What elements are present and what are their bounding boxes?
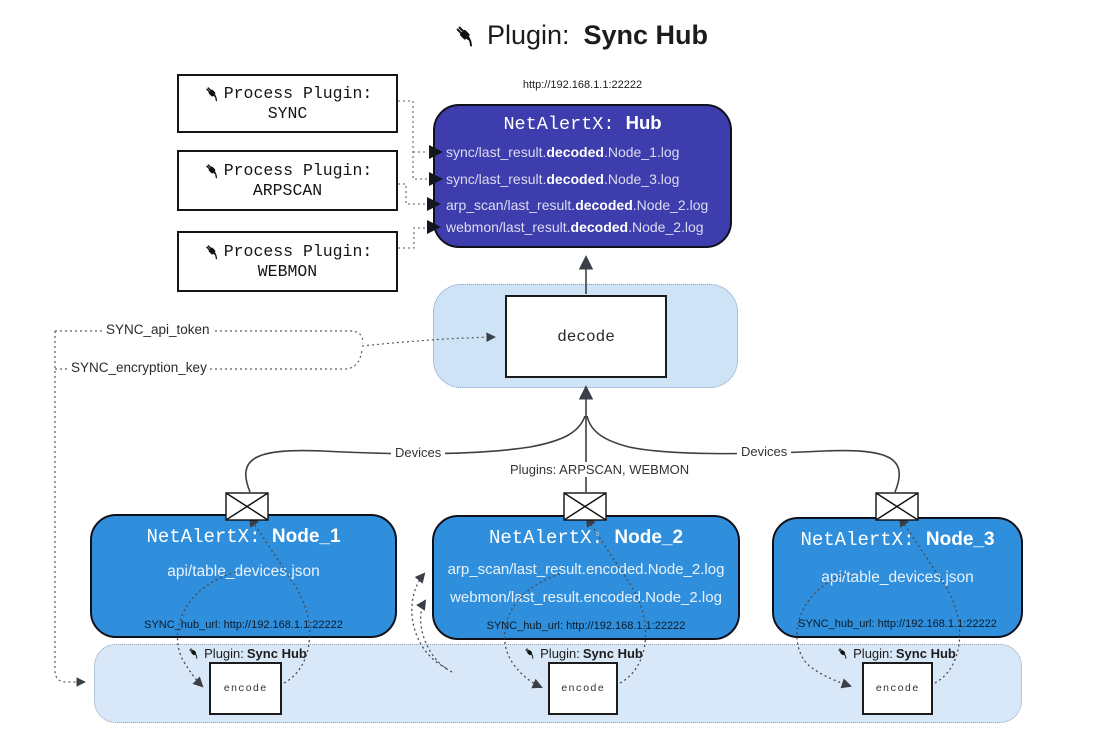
process-plugin-name: WEBMON	[257, 262, 318, 281]
process-plugin-label: Process Plugin:	[223, 242, 373, 261]
node-hub-url: SYNC_hub_url: http://192.168.1.1:22222	[798, 618, 997, 630]
process-plugin-label: Process Plugin:	[223, 84, 373, 103]
envelope-icon	[875, 492, 919, 521]
process-plugin-name: ARPSCAN	[252, 181, 323, 200]
node-title: NetAlertX: Node_3	[800, 529, 995, 551]
plug-icon	[203, 161, 222, 180]
process-plugin-name: SYNC	[267, 104, 308, 123]
plug-icon	[203, 242, 222, 261]
node-box-1	[90, 514, 397, 638]
process-plugin-label: Process Plugin:	[223, 161, 373, 180]
plug-icon	[203, 84, 222, 103]
process-plugin-box-arpscan: Process Plugin: ARPSCAN	[177, 150, 398, 211]
plug-icon	[452, 22, 479, 49]
hub-file-line: sync/last_result.decoded.Node_1.log	[446, 144, 680, 160]
plugins-label: Plugins: ARPSCAN, WEBMON	[506, 462, 694, 477]
hub-file-line: sync/last_result.decoded.Node_3.log	[446, 171, 680, 187]
plug-icon	[836, 646, 850, 660]
sync-encryption-key-label: SYNC_encryption_key	[68, 360, 210, 375]
node-file-line: api/table_devices.json	[821, 569, 974, 586]
hub-box	[433, 104, 732, 248]
hub-url-label: http://192.168.1.1:22222	[522, 79, 643, 91]
plug-icon	[187, 646, 201, 660]
process-plugin-box-webmon: Process Plugin: WEBMON	[177, 231, 398, 292]
node-box-2	[432, 515, 740, 640]
page-title-prefix: Plugin:	[486, 20, 570, 50]
node-hub-url: SYNC_hub_url: http://192.168.1.1:22222	[144, 619, 343, 631]
encode-box-1: encode	[209, 662, 282, 715]
node-file-line: arp_scan/last_result.encoded.Node_2.log	[447, 561, 725, 578]
hub-title-prefix: NetAlertX:	[503, 114, 626, 135]
hub-title-name: Hub	[625, 112, 662, 133]
node-file-line: api/table_devices.json	[167, 563, 320, 580]
sync-api-token-label: SYNC_api_token	[103, 322, 213, 337]
encode-plugin-label: Plugin:Sync Hub	[167, 645, 327, 661]
node-file-line: webmon/last_result.encoded.Node_2.log	[450, 589, 722, 606]
devices-label-right: Devices	[737, 444, 792, 459]
hub-file-line: webmon/last_result.decoded.Node_2.log	[446, 219, 704, 235]
encode-box-2: encode	[548, 662, 618, 715]
encode-box-3: encode	[862, 662, 933, 715]
encode-plugin-label: Plugin:Sync Hub	[503, 645, 663, 661]
decode-box: decode	[505, 295, 667, 378]
hub-title: NetAlertX: Hub	[433, 112, 732, 135]
devices-label-left: Devices	[391, 445, 446, 460]
page-title: Plugin: Sync Hub	[330, 20, 830, 51]
process-plugin-box-sync: Process Plugin: SYNC	[177, 74, 398, 133]
page-title-name: Sync Hub	[583, 20, 709, 50]
node-title: NetAlertX: Node_1	[146, 526, 341, 548]
encode-plugin-label: Plugin:Sync Hub	[816, 645, 976, 661]
node-title: NetAlertX: Node_2	[488, 527, 684, 549]
plug-icon	[523, 646, 537, 660]
plugin-to-hub-links	[398, 100, 427, 249]
node-hub-url: SYNC_hub_url: http://192.168.1.1:22222	[486, 620, 686, 632]
hub-file-line: arp_scan/last_result.decoded.Node_2.log	[446, 197, 709, 213]
